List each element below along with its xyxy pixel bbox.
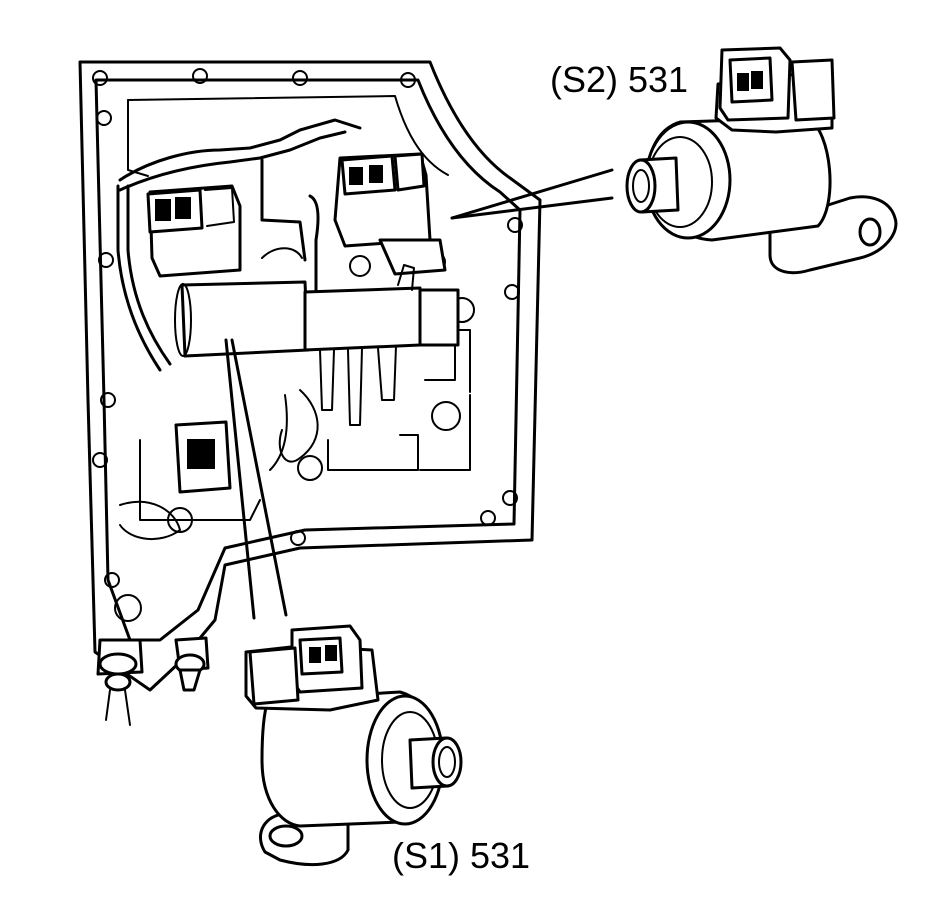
callout-label-s2: (S2) 531 [550, 59, 689, 100]
right-connector-on-body [333, 152, 447, 276]
solenoid-s1 [244, 624, 463, 867]
valve-bores [174, 264, 460, 426]
wiring-harness [116, 118, 362, 471]
bolt-holes [92, 68, 523, 588]
leader-lines [224, 168, 614, 620]
left-connector-on-body [146, 184, 242, 278]
lower-left-connector [174, 420, 232, 494]
solenoid-s2 [625, 46, 898, 275]
bottom-fittings [96, 636, 210, 726]
valve-body-plate [78, 60, 542, 692]
callout-label-s1: (S1) 531 [392, 835, 531, 876]
